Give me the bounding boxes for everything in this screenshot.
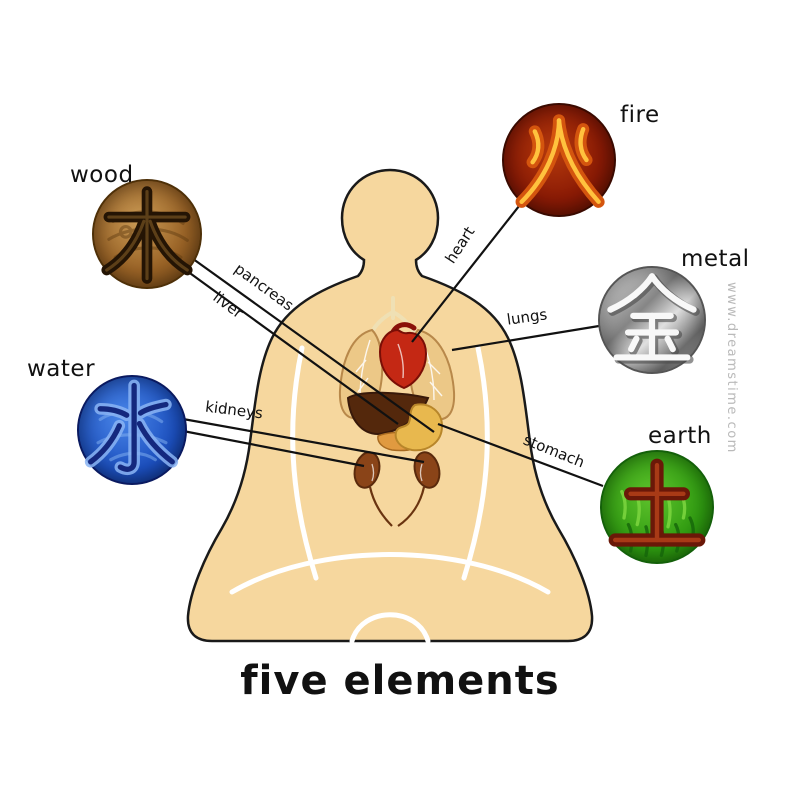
connector-line-stomach (437, 422, 604, 488)
watermark-text: www.dreamstime.com (724, 282, 739, 454)
connector-line-liver (186, 270, 399, 425)
wood-kanji-icon (101, 186, 193, 284)
page-title: five elements (240, 658, 560, 704)
fire-element-circle (502, 103, 616, 217)
water-kanji-icon (84, 379, 179, 476)
water-element-circle (77, 375, 187, 485)
earth-element-circle (600, 450, 714, 564)
connector-line-heart (411, 200, 524, 343)
fire-label: fire (620, 102, 660, 128)
connector-line-kidney-right (182, 417, 425, 464)
water-label: water (27, 356, 96, 382)
fire-kanji-icon (515, 114, 605, 208)
connector-line-kidney-left (182, 429, 365, 468)
metal-label: metal (681, 246, 750, 272)
connector-lines (182, 200, 604, 488)
metal-kanji-icon (607, 273, 700, 364)
earth-kanji-icon (608, 458, 706, 547)
stomach-icon (394, 403, 444, 452)
wood-label: wood (70, 162, 134, 188)
connector-line-pancreas (188, 255, 435, 433)
metal-element-circle (598, 266, 706, 374)
earth-label: earth (648, 423, 712, 449)
heart-icon (378, 322, 428, 390)
connector-line-lungs (451, 324, 600, 352)
wood-element-circle (92, 179, 202, 289)
silhouette-fold-lines (229, 345, 551, 644)
